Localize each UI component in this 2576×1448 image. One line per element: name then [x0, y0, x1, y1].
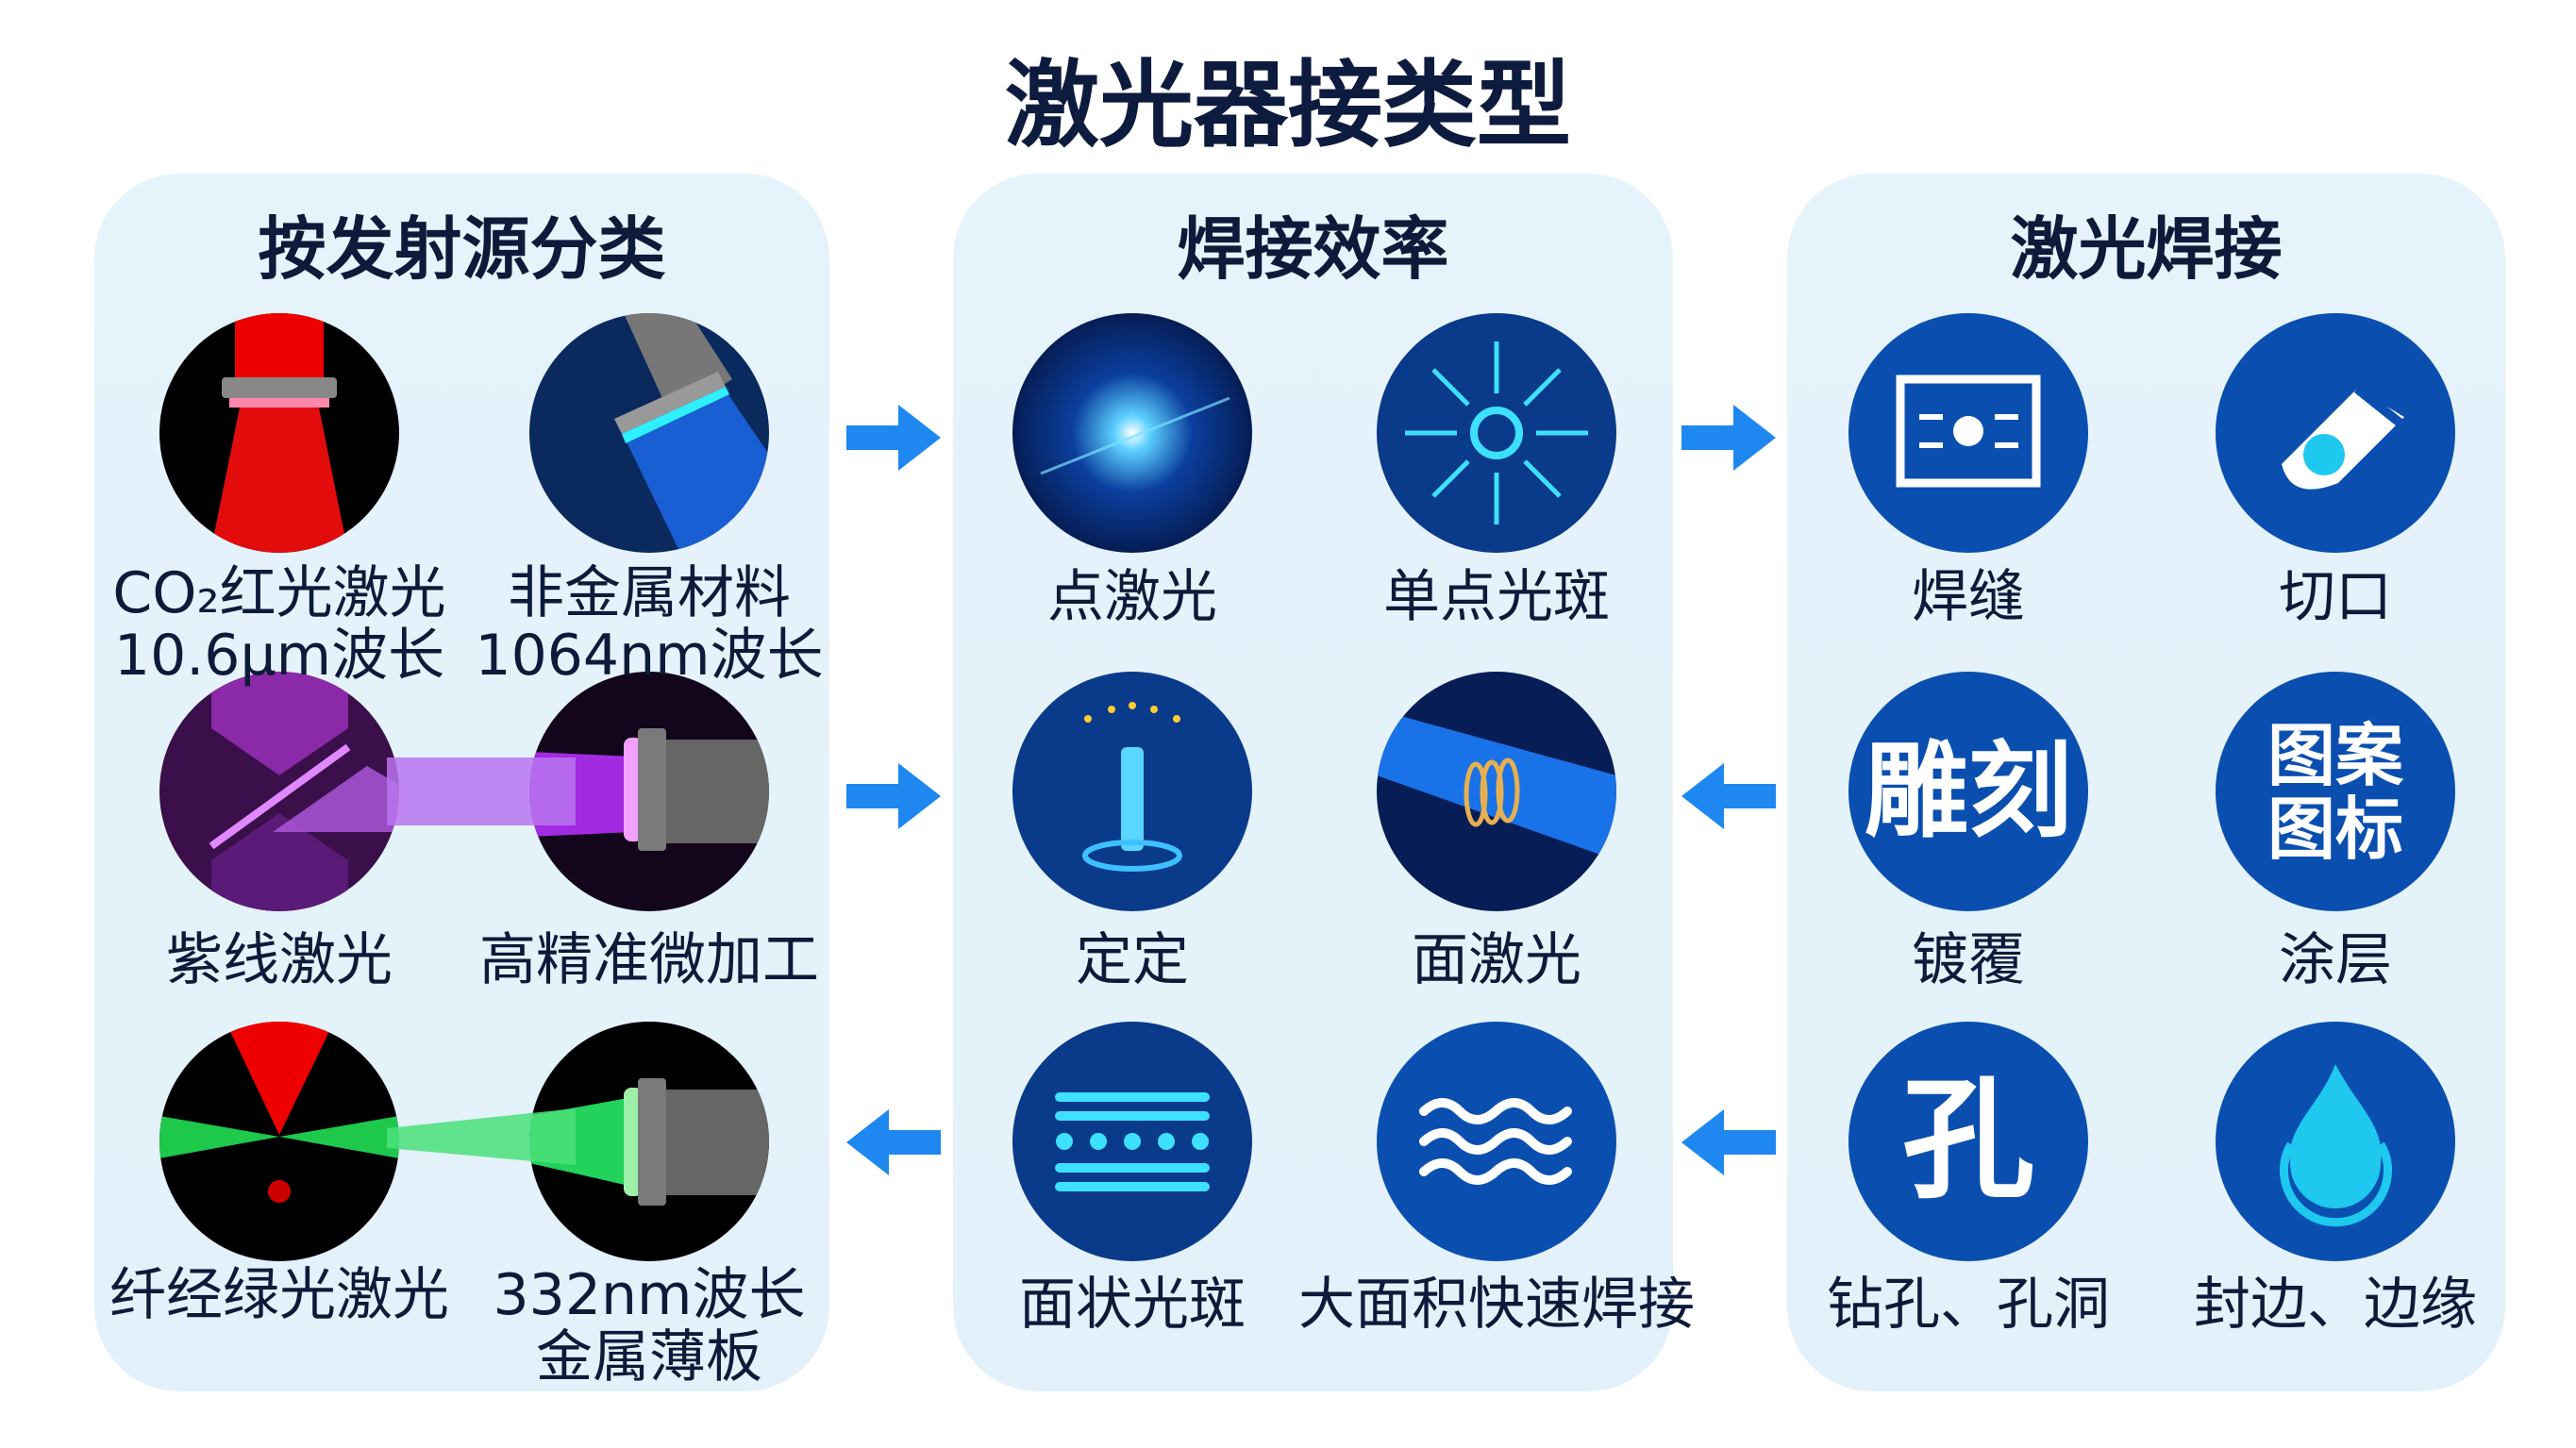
panel-title: 激光焊接 — [2010, 209, 2283, 289]
arrow-right-icon — [1681, 405, 1776, 471]
item-label: 面状光斑 — [1019, 1272, 1246, 1338]
item-label: 大面积快速焊接 — [1298, 1272, 1695, 1338]
waves-icon — [1377, 1022, 1616, 1261]
green-laser-icon — [159, 1022, 399, 1261]
page-title: 激光器接类型 — [1005, 50, 1571, 160]
red-laser-icon — [159, 313, 399, 553]
item-label: 涂层 — [2279, 927, 2392, 993]
panel-title: 焊接效率 — [1177, 209, 1449, 289]
purple-laser-icon — [159, 672, 399, 911]
arrow-left-icon — [1681, 1109, 1776, 1175]
engrave-icon: 雕刻 — [1848, 672, 2088, 911]
dotted-lines-icon — [1012, 1022, 1252, 1261]
item-label: 点激光 — [1047, 564, 1217, 630]
arrow-left-icon — [1681, 763, 1776, 829]
sun-ray-icon — [1377, 313, 1616, 553]
arrow-left-icon — [846, 1109, 941, 1175]
panel-title: 按发射源分类 — [258, 209, 666, 289]
arrow-right-icon — [846, 405, 941, 471]
cut-icon — [2216, 313, 2455, 553]
arrow-right-icon — [846, 763, 941, 829]
item-label: 封边、边缘 — [2194, 1272, 2477, 1338]
hole-icon: 孔 — [1848, 1022, 2088, 1261]
item-label: 单点光斑 — [1383, 564, 1610, 630]
purple-beam — [387, 757, 576, 825]
item-label: 定定 — [1076, 927, 1189, 993]
item-label: 332nm波长金属薄板 — [493, 1262, 806, 1390]
item-label: 面激光 — [1412, 927, 1581, 993]
star-burst-icon — [1012, 313, 1252, 553]
blue-laser-icon — [529, 313, 769, 553]
beam-coil-icon — [1377, 672, 1616, 911]
drop-icon — [2216, 1022, 2455, 1261]
item-label: 高精准微加工 — [479, 927, 819, 993]
pattern-icon: 图案图标 — [2216, 672, 2455, 911]
item-label: 紫线激光 — [166, 927, 393, 993]
weld-panel-icon — [1848, 313, 2088, 553]
item-label: 镀覆 — [1912, 927, 2025, 993]
item-label: 钻孔、孔洞 — [1827, 1272, 2110, 1338]
light-pillar-icon — [1012, 672, 1252, 911]
item-label: 切口 — [2279, 564, 2392, 630]
item-label: 纤经绿光激光 — [109, 1262, 449, 1328]
item-label: 焊缝 — [1912, 564, 2025, 630]
